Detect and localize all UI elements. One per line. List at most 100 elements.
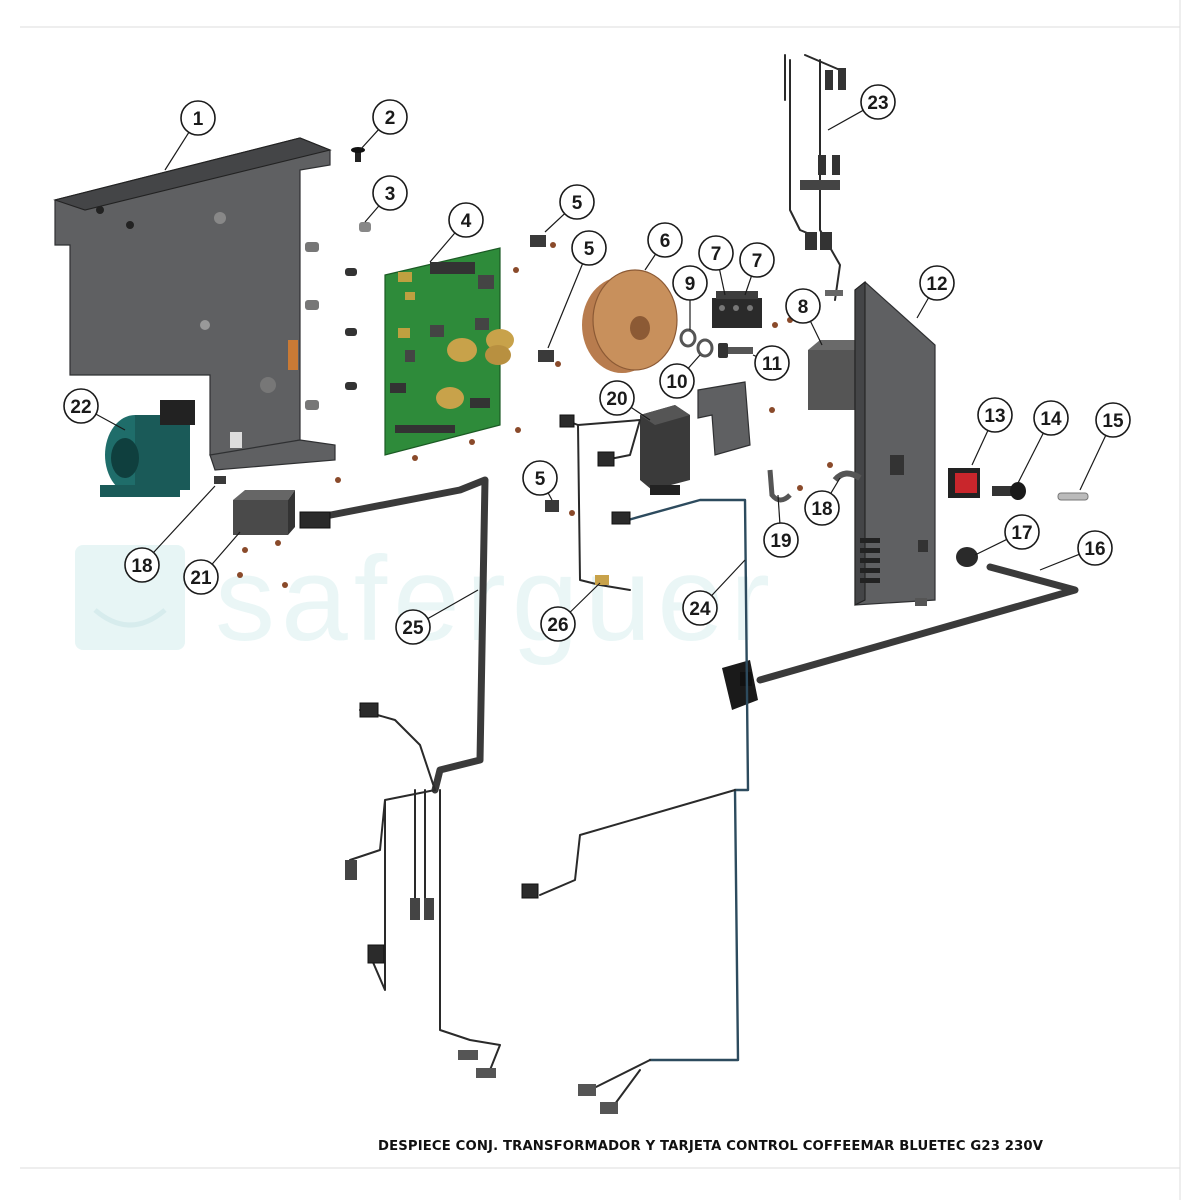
leader-line [1079,435,1107,491]
spacer [305,222,371,410]
callout-number: 18 [131,556,152,577]
callout-15: 15 [1095,402,1131,438]
leader-line [1039,553,1080,571]
callout-circle [659,363,695,399]
callout-8: 8 [785,288,821,324]
callout-number: 3 [385,184,396,205]
callout-number: 16 [1084,539,1105,560]
leader-line [777,494,781,524]
leader-line [95,413,126,431]
callout-19: 19 [763,522,799,558]
callout-circle [763,522,799,558]
leader-line [630,406,651,421]
leader-line [211,531,241,565]
callout-2: 2 [372,99,408,135]
callout-6: 6 [647,222,683,258]
callout-circle [63,388,99,424]
callout-circle [647,222,683,258]
callout-26: 26 [540,606,576,642]
cable-clip [530,235,575,516]
callout-number: 5 [584,239,595,260]
cable-clamp [214,462,862,484]
callout-number: 7 [752,251,763,272]
leader-line [569,582,601,613]
leader-line [687,354,701,369]
callout-5: 5 [559,184,595,220]
leader-line [153,485,216,553]
callout-13: 13 [977,397,1013,433]
callout-20: 20 [599,380,635,416]
fuse-holder [992,482,1026,500]
leader-line [164,132,190,171]
callout-number: 13 [984,406,1005,427]
leader-line [547,263,584,349]
callout-circle [522,460,558,496]
callout-circle [1004,514,1040,550]
callout-circle [672,265,708,301]
callout-16: 16 [1077,530,1113,566]
watermark-text: saferguer [215,532,776,666]
pump-motor [100,400,195,497]
leader-line [916,297,930,319]
sensor-harness [784,54,846,301]
callout-number: 24 [689,599,711,620]
leader-line [427,589,479,620]
callout-circle [698,235,734,271]
callout-number: 5 [535,469,546,490]
callout-circle [919,265,955,301]
leader-line [711,559,746,597]
toroidal-transformer [582,269,678,373]
callout-number: 9 [685,274,696,295]
callout-number: 4 [461,211,472,232]
leader-line [744,275,753,296]
callout-circle [180,100,216,136]
callout-number: 5 [572,193,583,214]
leader-line [974,538,1007,556]
leader-line [429,232,456,263]
callout-number: 11 [762,354,783,375]
callout-number: 25 [402,618,424,639]
callout-5: 5 [522,460,558,496]
callout-number: 1 [193,109,204,130]
callout-circle [559,184,595,220]
callout-12: 12 [919,265,955,301]
leader-line [364,205,380,223]
cord-grommet [956,547,978,567]
callout-7: 7 [698,235,734,271]
callout-circle [540,606,576,642]
callout-circle [860,84,896,120]
main-harness [299,476,501,1078]
leader-line [544,213,566,233]
chassis-plate [53,137,336,471]
callout-circle [1033,400,1069,436]
callout-circle [395,609,431,645]
callout-circle [1095,402,1131,438]
callout-17: 17 [1004,514,1040,550]
callout-number: 7 [711,244,722,265]
callout-number: 12 [926,274,947,295]
diagram-title: DESPIECE CONJ. TRANSFORMADOR Y TARJETA C… [378,1139,1044,1154]
callout-23: 23 [860,84,896,120]
callout-number: 14 [1040,409,1062,430]
callout-21: 21 [183,559,219,595]
callout-3: 3 [372,175,408,211]
callout-circle [124,547,160,583]
callout-11: 11 [754,345,790,381]
small-harness [559,414,641,591]
leader-line [809,321,823,346]
callout-9: 9 [672,265,708,301]
callout-number: 21 [190,568,212,589]
callout-circle [754,345,790,381]
watermark-logo: saferguer [75,532,776,666]
callout-22: 22 [63,388,99,424]
callout-25: 25 [395,609,431,645]
callout-number: 19 [770,531,791,552]
side-panel [854,280,936,606]
mounting-bracket [697,381,751,456]
callout-circle [599,380,635,416]
callout-1: 1 [180,100,216,136]
callout-number: 26 [547,615,568,636]
leader-line [1017,432,1044,484]
callout-number: 22 [70,397,91,418]
